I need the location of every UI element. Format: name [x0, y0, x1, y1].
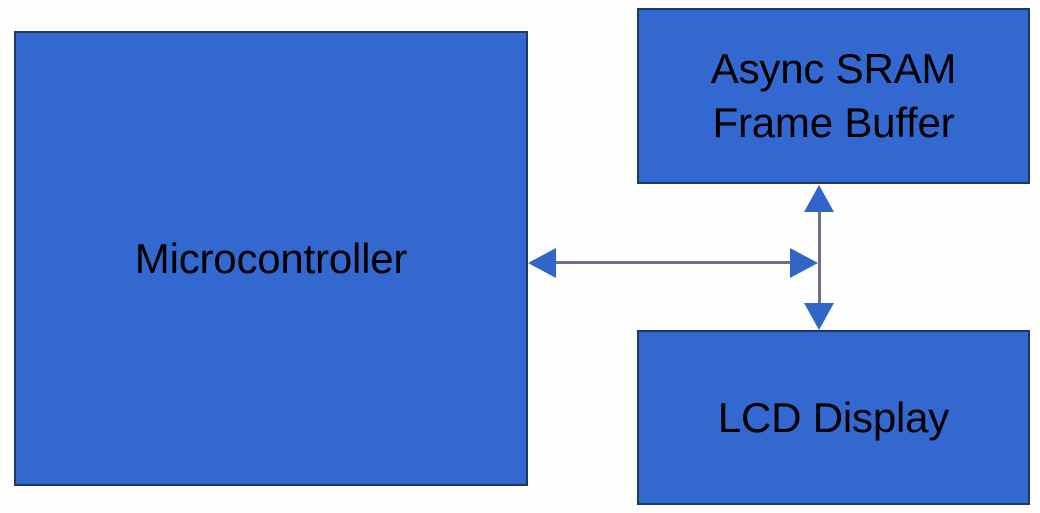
arrow-right-icon	[790, 248, 818, 278]
block-async-sram-frame-buffer[interactable]: Async SRAM Frame Buffer	[637, 8, 1030, 184]
block-lcd-display[interactable]: LCD Display	[637, 330, 1030, 505]
arrow-down-icon	[804, 303, 834, 330]
connector-vertical-line	[818, 208, 821, 307]
arrow-left-icon	[528, 248, 556, 278]
connector-horizontal-line	[552, 261, 794, 264]
arrow-up-icon	[804, 185, 834, 212]
block-lcd-display-label: LCD Display	[717, 393, 950, 441]
block-async-sram-frame-buffer-label: Async SRAM Frame Buffer	[710, 45, 957, 146]
block-microcontroller[interactable]: Microcontroller	[14, 31, 528, 486]
block-microcontroller-label: Microcontroller	[134, 234, 408, 282]
